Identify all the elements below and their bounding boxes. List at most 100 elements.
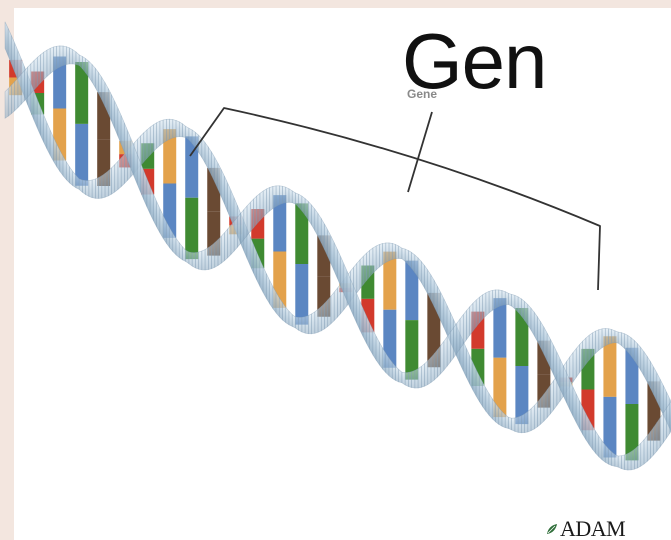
strand-segment bbox=[308, 202, 311, 225]
strand-segment bbox=[166, 119, 169, 141]
strand-segment bbox=[644, 352, 647, 382]
strand-segment bbox=[418, 258, 421, 282]
strand-segment bbox=[308, 314, 311, 334]
strand-segment bbox=[638, 344, 641, 371]
strand-segment bbox=[641, 348, 644, 377]
strand-segment bbox=[525, 412, 528, 433]
strand-segment bbox=[321, 303, 324, 330]
strand-segment bbox=[573, 387, 576, 423]
strand-segment bbox=[589, 333, 592, 360]
strand-segment bbox=[592, 426, 595, 453]
strand-segment bbox=[425, 266, 428, 294]
strand-segment bbox=[631, 338, 634, 361]
strand-segment bbox=[357, 294, 360, 330]
strand-segment bbox=[70, 167, 73, 186]
strand-segment bbox=[647, 432, 650, 462]
strand-segment bbox=[141, 133, 144, 166]
strand-segment bbox=[283, 186, 286, 203]
strand-segment bbox=[612, 329, 615, 343]
strand-segment bbox=[631, 449, 634, 470]
strand-segment bbox=[8, 28, 11, 63]
strand-segment bbox=[11, 82, 14, 114]
strand-segment bbox=[237, 214, 240, 248]
strand-segment bbox=[421, 262, 424, 288]
strand-segment bbox=[50, 130, 53, 161]
strand-segment bbox=[386, 243, 389, 262]
strand-segment bbox=[331, 236, 334, 271]
strand-segment bbox=[305, 316, 308, 334]
strand-segment bbox=[183, 124, 186, 138]
strand-segment bbox=[99, 176, 102, 199]
strand-segment bbox=[189, 252, 192, 266]
strand-segment bbox=[286, 187, 289, 202]
strand-segment bbox=[331, 292, 334, 323]
strand-segment bbox=[515, 417, 518, 432]
strand-segment bbox=[157, 201, 160, 232]
strand-segment bbox=[602, 441, 605, 462]
strand-segment bbox=[647, 357, 650, 389]
strand-segment bbox=[657, 418, 660, 451]
strand-segment bbox=[492, 290, 495, 310]
strand-segment bbox=[66, 162, 69, 183]
strand-segment bbox=[186, 126, 189, 140]
strand-segment bbox=[176, 238, 179, 257]
strand-segment bbox=[257, 193, 260, 224]
strand-segment bbox=[292, 315, 295, 328]
strand-segment bbox=[202, 250, 205, 270]
strand-segment bbox=[160, 209, 163, 239]
strand-segment bbox=[609, 449, 612, 466]
strand-segment bbox=[95, 178, 98, 199]
strand-segment bbox=[215, 240, 218, 268]
strand-segment bbox=[550, 381, 553, 414]
strand-segment bbox=[583, 338, 586, 368]
strand-segment bbox=[241, 210, 244, 244]
strand-segment bbox=[337, 249, 340, 286]
strand-segment bbox=[325, 300, 328, 329]
strand-segment bbox=[550, 339, 553, 375]
strand-segment bbox=[263, 189, 266, 217]
strand-segment bbox=[95, 68, 98, 93]
strand-segment bbox=[5, 22, 8, 56]
strand-segment bbox=[534, 402, 537, 429]
strand-segment bbox=[560, 359, 563, 396]
strand-segment bbox=[402, 248, 405, 261]
strand-segment bbox=[663, 408, 666, 442]
strand-segment bbox=[454, 323, 457, 357]
strand-segment bbox=[634, 447, 637, 470]
strand-segment bbox=[538, 398, 541, 427]
strand-segment bbox=[486, 388, 489, 415]
strand-segment bbox=[315, 209, 318, 236]
strand-segment bbox=[266, 274, 269, 304]
strand-segment bbox=[70, 48, 73, 64]
strand-segment bbox=[396, 366, 399, 382]
strand-segment bbox=[457, 319, 460, 353]
strand-segment bbox=[28, 64, 31, 97]
strand-segment bbox=[15, 78, 18, 111]
strand-segment bbox=[657, 373, 660, 408]
strand-segment bbox=[60, 46, 63, 67]
strand-segment bbox=[266, 188, 269, 214]
strand-segment bbox=[460, 315, 463, 349]
strand-segment bbox=[92, 65, 95, 88]
strand-segment bbox=[153, 123, 156, 152]
strand-segment bbox=[541, 394, 544, 424]
strand-segment bbox=[654, 423, 657, 455]
strand-segment bbox=[660, 413, 663, 447]
strand-segment bbox=[634, 340, 637, 365]
strand-segment bbox=[373, 246, 376, 273]
strand-segment bbox=[425, 361, 428, 386]
strand-segment bbox=[483, 293, 486, 319]
strand-segment bbox=[489, 394, 492, 419]
strand-segment bbox=[334, 288, 337, 320]
strand-segment bbox=[618, 456, 621, 469]
leaf-icon bbox=[546, 523, 558, 535]
strand-segment bbox=[515, 295, 518, 312]
helix-strands bbox=[5, 22, 671, 498]
strand-segment bbox=[615, 455, 618, 468]
strand-segment bbox=[150, 125, 153, 155]
strand-segment bbox=[534, 312, 537, 341]
strand-segment bbox=[599, 329, 602, 350]
strand-segment bbox=[144, 130, 147, 162]
strand-segment bbox=[473, 300, 476, 331]
